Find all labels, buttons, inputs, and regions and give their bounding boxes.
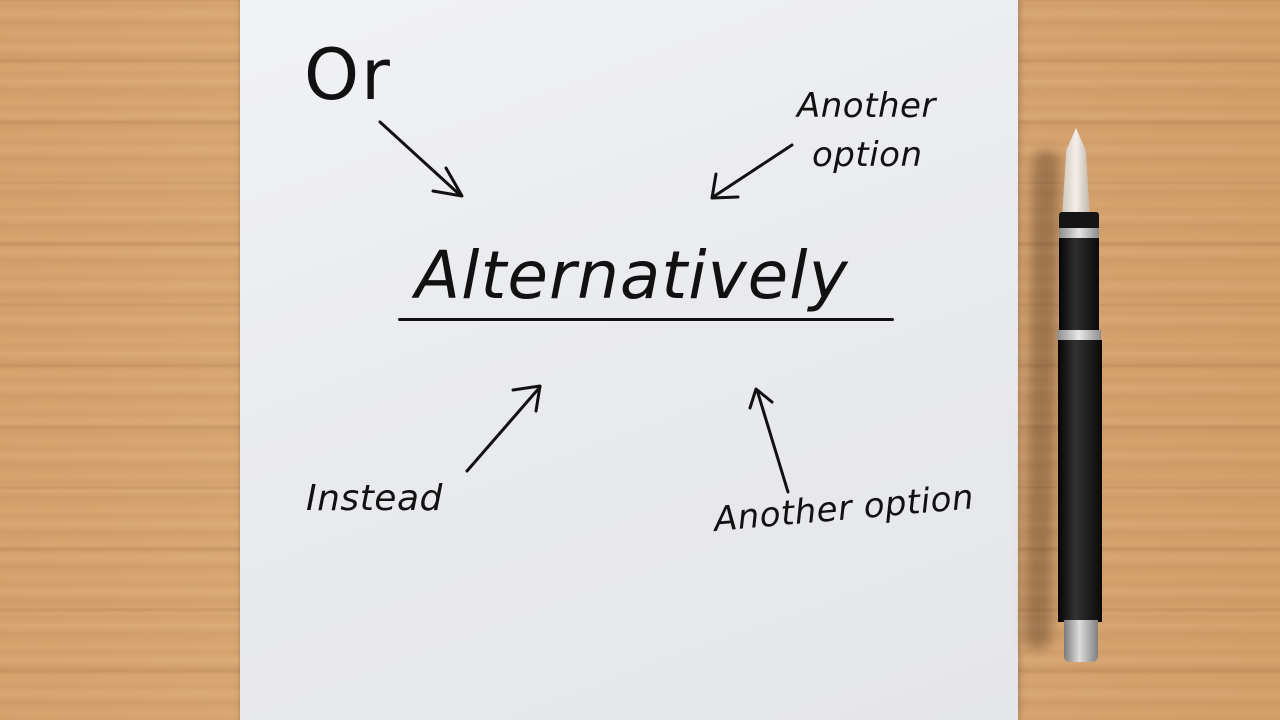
word-or: Or (304, 34, 392, 116)
word-another-top: Another (797, 86, 936, 126)
word-instead: Instead (306, 478, 443, 519)
underline (398, 318, 894, 321)
word-option-top: option (812, 135, 923, 175)
word-alternatively: Alternatively (415, 237, 849, 314)
paper-sheet (240, 0, 1018, 720)
